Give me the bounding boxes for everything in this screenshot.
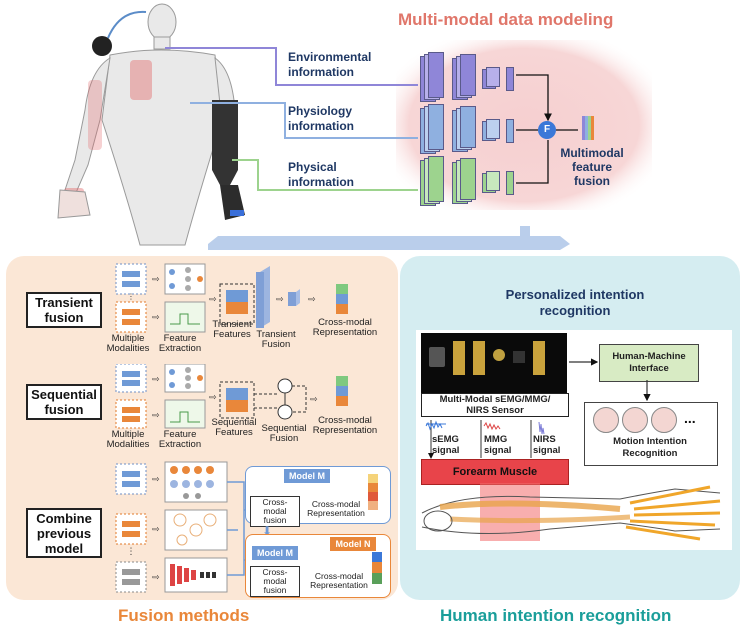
model-m-tag: Model M (284, 469, 330, 483)
fusion-methods-title: Fusion methods (118, 606, 250, 625)
cnn-layer (486, 171, 500, 191)
svg-text:⋮: ⋮ (127, 292, 135, 301)
svg-text:⇨: ⇨ (152, 274, 160, 284)
cnn-layer (428, 52, 444, 98)
forearm-illustration (421, 483, 721, 541)
svg-text:⇨: ⇨ (152, 524, 160, 534)
svg-text:⇨: ⇨ (276, 294, 284, 304)
transient-fusion-graphic: ⋮ ⇨ ⇨ ⇨ ⇨ ⇨ (115, 263, 348, 333)
transient-fusion-title: Transient fusion (26, 292, 102, 328)
model-n-rep-vector (372, 552, 382, 584)
hand-gesture-2-icon (622, 407, 648, 433)
more-gestures-ellipsis: ... (684, 410, 696, 426)
cnn-layer (428, 156, 444, 202)
forearm-muscle-bar: Forearm Muscle (421, 459, 569, 485)
prosthetic-arm (212, 100, 245, 220)
cnn-layer (506, 171, 514, 195)
svg-text:⇨: ⇨ (310, 394, 318, 404)
svg-text:⇨: ⇨ (308, 294, 316, 304)
sensor-photo (421, 333, 567, 393)
model-n-tag: Model N (330, 537, 376, 551)
sequential-fusion-graphic: ⇨ ⇨ ⇨ ⇨ (115, 364, 348, 429)
svg-text:⋮: ⋮ (127, 546, 136, 556)
split-arrow (208, 226, 570, 250)
hand-gesture-1-icon (593, 407, 619, 433)
svg-text:⇨: ⇨ (209, 294, 217, 304)
combine-model-title: Combine previous model (26, 508, 102, 558)
cnn-layer (486, 67, 500, 87)
hir-title: Human intention recognition (440, 606, 672, 625)
hand-gesture-3-icon (651, 407, 677, 433)
cnn-layer (460, 54, 476, 96)
human-hand (57, 189, 91, 219)
cnn-layer (460, 158, 476, 200)
top-section-graphic (57, 3, 652, 250)
signal-waveforms (425, 420, 545, 459)
svg-text:⇨: ⇨ (152, 474, 160, 484)
hir-flow-arrows (569, 358, 651, 402)
model-m-inner-tag: Model M (252, 546, 298, 560)
multimodal-fusion-label: Multimodal feature fusion (560, 146, 624, 188)
wearable-device (92, 36, 112, 56)
env-connector (165, 47, 418, 86)
combine-model-graphic: ⋮ ⇨ ⇨ ⇨ (115, 461, 238, 593)
svg-text:⇨: ⇨ (152, 410, 160, 420)
fusion-node: F (538, 121, 556, 139)
sensor-label: Multi-Modal sEMG/MMG/NIRS Sensor (421, 393, 569, 417)
cnn-layer (486, 119, 500, 139)
svg-text:⇨: ⇨ (152, 312, 160, 322)
cnn-layer (506, 67, 514, 91)
sequential-fusion-title: Sequential fusion (26, 384, 102, 420)
svg-text:⇨: ⇨ (152, 374, 160, 384)
phys-connector (190, 102, 418, 139)
fused-feature-vector (582, 116, 596, 140)
cnn-layer (460, 106, 476, 148)
top-title: Multi-modal data modeling (398, 10, 614, 29)
cnn-layer (506, 119, 514, 143)
cnn-layer (428, 104, 444, 150)
model-m-rep-vector (368, 474, 378, 510)
physical-connector (232, 159, 418, 191)
model-chain-arrow: ⬇ (262, 524, 273, 538)
svg-text:⇨: ⇨ (152, 572, 160, 582)
svg-text:⇨: ⇨ (209, 392, 217, 402)
